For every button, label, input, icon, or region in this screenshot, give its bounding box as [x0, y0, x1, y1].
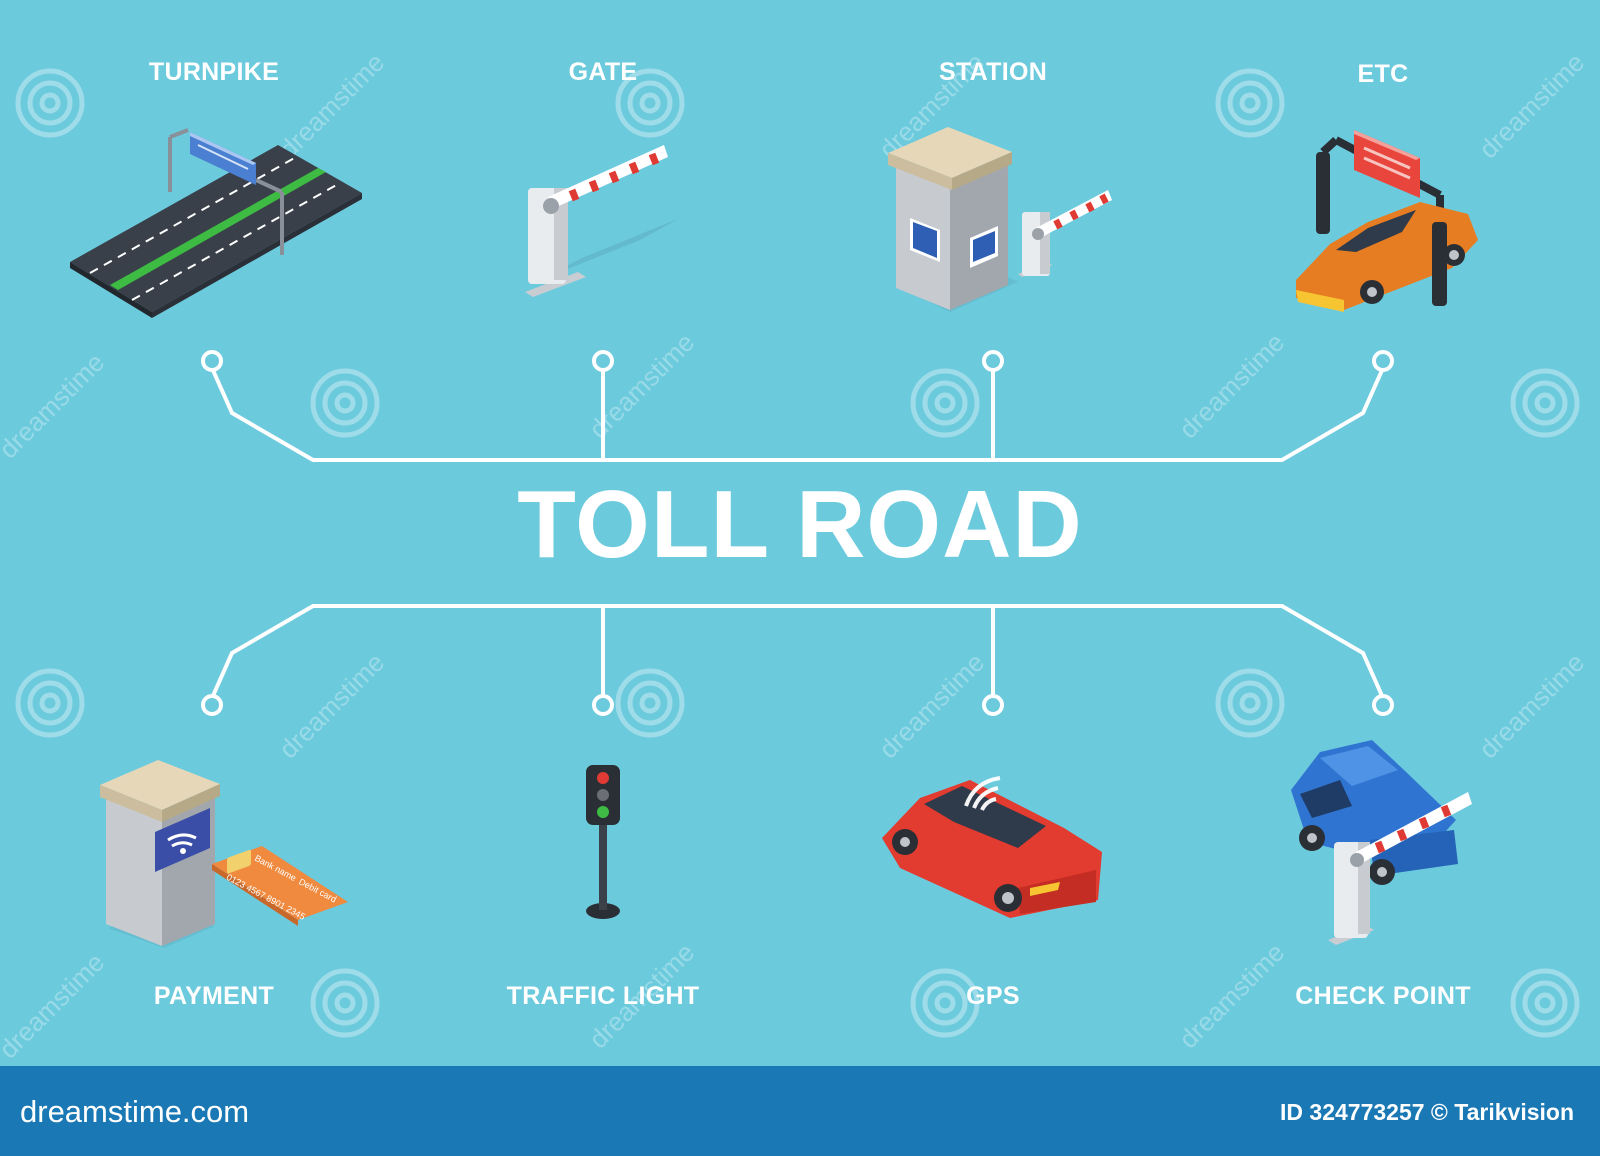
node-dot: [982, 350, 1004, 372]
toll-booth-icon: [888, 127, 1112, 312]
footer-bar: dreamstime.com ID 324773257 © Tarikvisio…: [0, 1066, 1600, 1156]
watermark-5: dreamstime: [583, 327, 700, 444]
connector-nodes: [201, 350, 1394, 716]
checkpoint-icon: [1291, 740, 1472, 945]
node-dot: [592, 694, 614, 716]
watermark-9: dreamstime: [1473, 647, 1590, 764]
watermark-10: dreamstime: [0, 947, 110, 1064]
watermark-swirls: [15, 68, 1580, 1038]
node-label-turnpike: TURNPIKE: [148, 58, 280, 86]
diagram-title: TOLL ROAD: [517, 471, 1083, 578]
node-dot: [592, 350, 614, 372]
node-label-station: STATION: [938, 58, 1048, 86]
node-dot: [201, 350, 223, 372]
watermark-8: dreamstime: [873, 647, 990, 764]
watermark-3: dreamstime: [1473, 47, 1590, 164]
watermark-12: dreamstime: [1173, 937, 1290, 1054]
footer-credit: ID 324773257 © Tarikvision: [1280, 1099, 1574, 1125]
node-label-check-point: CHECK POINT: [1295, 982, 1471, 1010]
watermark-6: dreamstime: [1173, 327, 1290, 444]
node-label-gps: GPS: [966, 982, 1020, 1010]
credit-card-icon: Bank name 0123 4567 8901 2345 Debit card: [212, 846, 348, 926]
traffic-light-icon: [586, 765, 620, 919]
node-label-traffic-light: TRAFFIC LIGHT: [506, 982, 700, 1010]
barrier-gate-icon: [525, 145, 680, 297]
node-dot: [201, 694, 223, 716]
connector-bottom: [210, 604, 1385, 699]
watermark-7: dreamstime: [273, 647, 390, 764]
node-dot: [982, 694, 1004, 716]
node-dot: [1372, 694, 1394, 716]
node-label-gate: GATE: [568, 58, 638, 86]
etc-car-icon: [1296, 130, 1478, 312]
node-label-payment: PAYMENT: [153, 982, 275, 1010]
node-label-etc: ETC: [1357, 60, 1409, 88]
node-dot: [1372, 350, 1394, 372]
connector-lines: [210, 367, 1385, 699]
connector-top: [210, 367, 1385, 462]
gps-car-icon: [882, 776, 1102, 918]
watermark-4: dreamstime: [0, 347, 110, 464]
turnpike-road-icon: [70, 128, 362, 318]
footer-brand: dreamstime.com: [20, 1094, 250, 1129]
payment-kiosk-icon: [100, 760, 220, 948]
watermark-1: dreamstime: [273, 47, 390, 164]
